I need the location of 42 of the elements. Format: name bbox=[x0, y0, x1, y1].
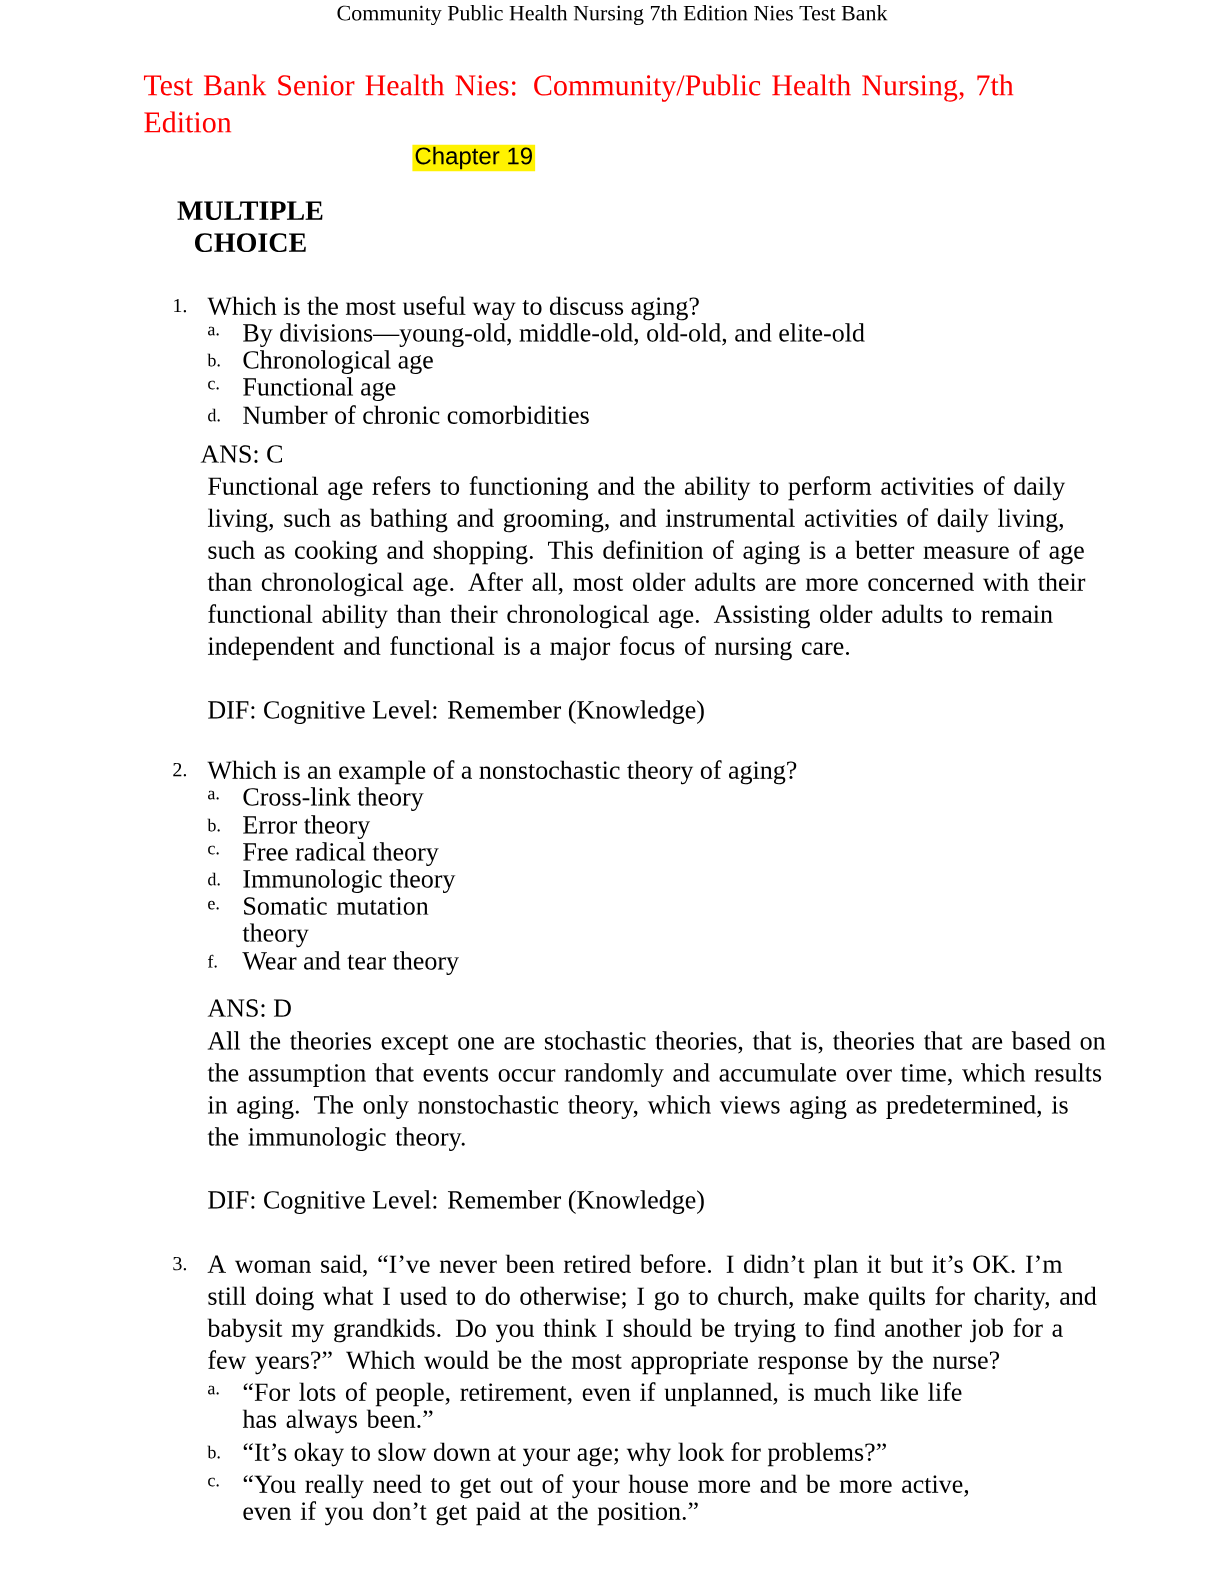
option-text: Free radical theory bbox=[243, 842, 439, 866]
option-text: Cross-link theory bbox=[243, 787, 424, 811]
option-letter: a. bbox=[208, 790, 219, 800]
question-number: 1. bbox=[174, 298, 187, 313]
option-text: Somatic mutation theory bbox=[242, 897, 429, 948]
option-letter: d. bbox=[208, 408, 220, 422]
section-heading: MULTIPLE CHOICE bbox=[177, 201, 323, 253]
option-letter: b. bbox=[207, 1445, 220, 1459]
option-letter: a. bbox=[208, 326, 219, 336]
option-letter: c. bbox=[208, 845, 219, 855]
option-text: Immunologic theory bbox=[243, 869, 456, 893]
option-text: Error theory bbox=[243, 815, 371, 839]
paragraph: All the theories except one are stochastic theories, that is, theories that are based on the assumption that events occur randomly and accumulate over time, which results in aging. The only nonstochastic theory, which views aging as predetermined, is the immunologic theory. bbox=[207, 1031, 1106, 1151]
option-text: “For lots of people, retirement, even if unplanned, is much like life has always been.” bbox=[242, 1382, 962, 1434]
question-text: Which is an example of a nonstochastic theory of aging? bbox=[207, 760, 797, 785]
chapter-heading: Chapter 19 bbox=[412, 144, 536, 172]
difficulty-note: DIF: Cognitive Level: Remember (Knowledge) bbox=[208, 1190, 704, 1214]
option-text: “You really need to get out of your house more and be more active, even if you don’t get paid at the position.” bbox=[243, 1474, 969, 1526]
option-text: Chronological age bbox=[243, 350, 433, 374]
option-letter: e. bbox=[208, 900, 219, 910]
question-number: 3. bbox=[173, 1256, 187, 1271]
option-letter: c. bbox=[208, 1477, 219, 1487]
question-text: Which is the most useful way to discuss aging? bbox=[207, 296, 699, 321]
option-text: Wear and tear theory bbox=[242, 951, 459, 975]
answer-key: ANS: C bbox=[200, 445, 283, 463]
option-text: Number of chronic comorbidities bbox=[243, 405, 589, 424]
option-letter: f. bbox=[207, 954, 217, 968]
option-text: Functional age bbox=[243, 377, 396, 401]
page-header: Community Public Health Nursing 7th Edition Nies Test Bank bbox=[337, 5, 888, 26]
option-letter: c. bbox=[208, 380, 219, 390]
difficulty-note: DIF: Cognitive Level: Remember (Knowledge) bbox=[208, 700, 704, 724]
option-text: “It’s okay to slow down at your age; why look for problems?” bbox=[243, 1442, 886, 1467]
option-letter: b. bbox=[207, 353, 220, 367]
option-letter: b. bbox=[207, 818, 220, 832]
question-number: 2. bbox=[173, 762, 187, 777]
option-letter: d. bbox=[208, 872, 220, 886]
title: Test Bank Senior Health Nies: Community/Public Health Nursing, 7th Edition bbox=[143, 74, 1014, 133]
paragraph: A woman said, “I’ve never been retired before. I didn’t plan it but it’s OK. I’m still doing what I used to do otherwise; I go to church, make quilts for charity, and babysit my grandkids. Do you think I should be trying to find another job for a few years?” Which would be the most appropriate response by the nurse? bbox=[207, 1254, 1097, 1375]
option-letter: a. bbox=[208, 1385, 219, 1395]
option-text: By divisions—young-old, middle-old, old-old, and elite-old bbox=[243, 323, 865, 347]
paragraph: Functional age refers to functioning and the ability to perform activities of daily living, such as bathing and grooming, and instrumental activities of daily living, such as cooking and shopping. This definition of aging is a better measure of age than chronological age. After all, most older adults are more concerned with their functional ability than their chronological age. Assisting older adults to remain independent and functional is a major focus of nursing care. bbox=[207, 476, 1086, 661]
answer-key: ANS: D bbox=[207, 999, 291, 1017]
